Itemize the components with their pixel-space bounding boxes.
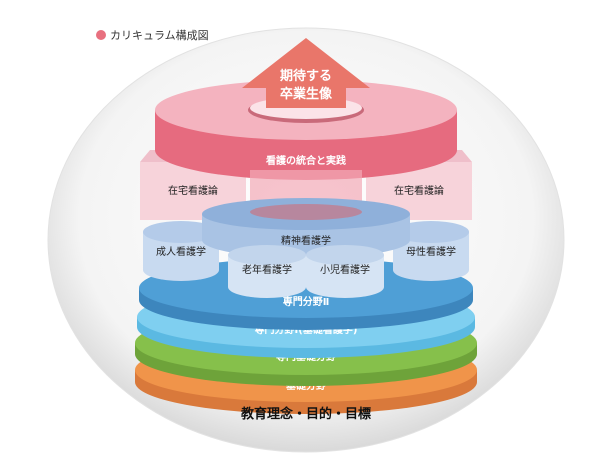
integration-label: 看護の統合と実践 [266, 154, 346, 167]
layer-specialized-2: 専門分野Ⅱ [139, 258, 473, 330]
legend: カリキュラム構成図 [96, 27, 209, 43]
central-core [250, 170, 362, 205]
home-care-left-label: 在宅看護論 [168, 184, 218, 197]
goal-arrow: 期待する 卒業生像 [242, 38, 370, 108]
psychiatric-nursing-label: 精神看護学 [281, 234, 331, 247]
layer-specialized-2-label: 専門分野Ⅱ [283, 295, 330, 308]
cylinder-adult: 成人看護学 [143, 221, 219, 281]
goal-line2: 卒業生像 [280, 86, 333, 102]
cylinder-psychiatric: 精神看護学 [202, 198, 410, 258]
maternal-nursing-label: 母性看護学 [406, 245, 456, 258]
integration-ring: 看護の統合と実践 [155, 80, 457, 180]
adult-nursing-label: 成人看護学 [156, 245, 206, 258]
elderly-nursing-label: 老年看護学 [242, 263, 292, 276]
pediatric-nursing-label: 小児看護学 [320, 263, 370, 276]
cylinder-maternal: 母性看護学 [393, 221, 469, 281]
home-care-right-label: 在宅看護論 [394, 184, 444, 197]
cylinder-elderly: 老年看護学 [228, 245, 306, 298]
cylinder-pediatric: 小児看護学 [306, 245, 384, 298]
legend-marker-icon [96, 30, 106, 40]
legend-label: カリキュラム構成図 [110, 29, 209, 42]
foundation-label: 教育理念・目的・目標 [240, 406, 371, 422]
goal-line1: 期待する [280, 68, 332, 84]
